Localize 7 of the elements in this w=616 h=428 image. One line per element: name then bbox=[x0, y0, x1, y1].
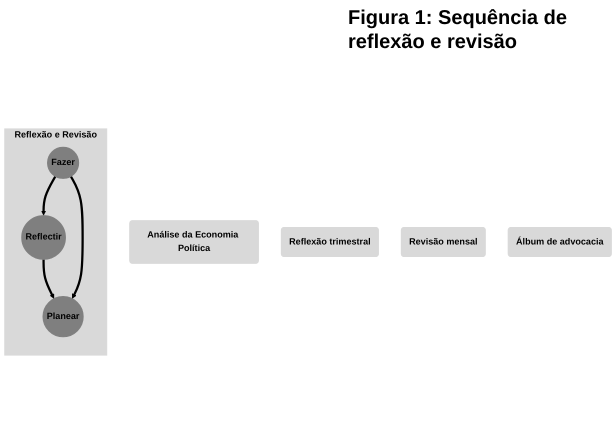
arrow bbox=[41, 176, 56, 216]
node-circle: Reflectir bbox=[21, 215, 66, 260]
arrow bbox=[42, 260, 54, 299]
node-circle: Planear bbox=[42, 296, 84, 338]
node-circle: Fazer bbox=[47, 146, 80, 179]
arrow bbox=[70, 176, 84, 299]
figure-title: Figura 1: Sequência de reflexão e revisão bbox=[348, 6, 568, 54]
